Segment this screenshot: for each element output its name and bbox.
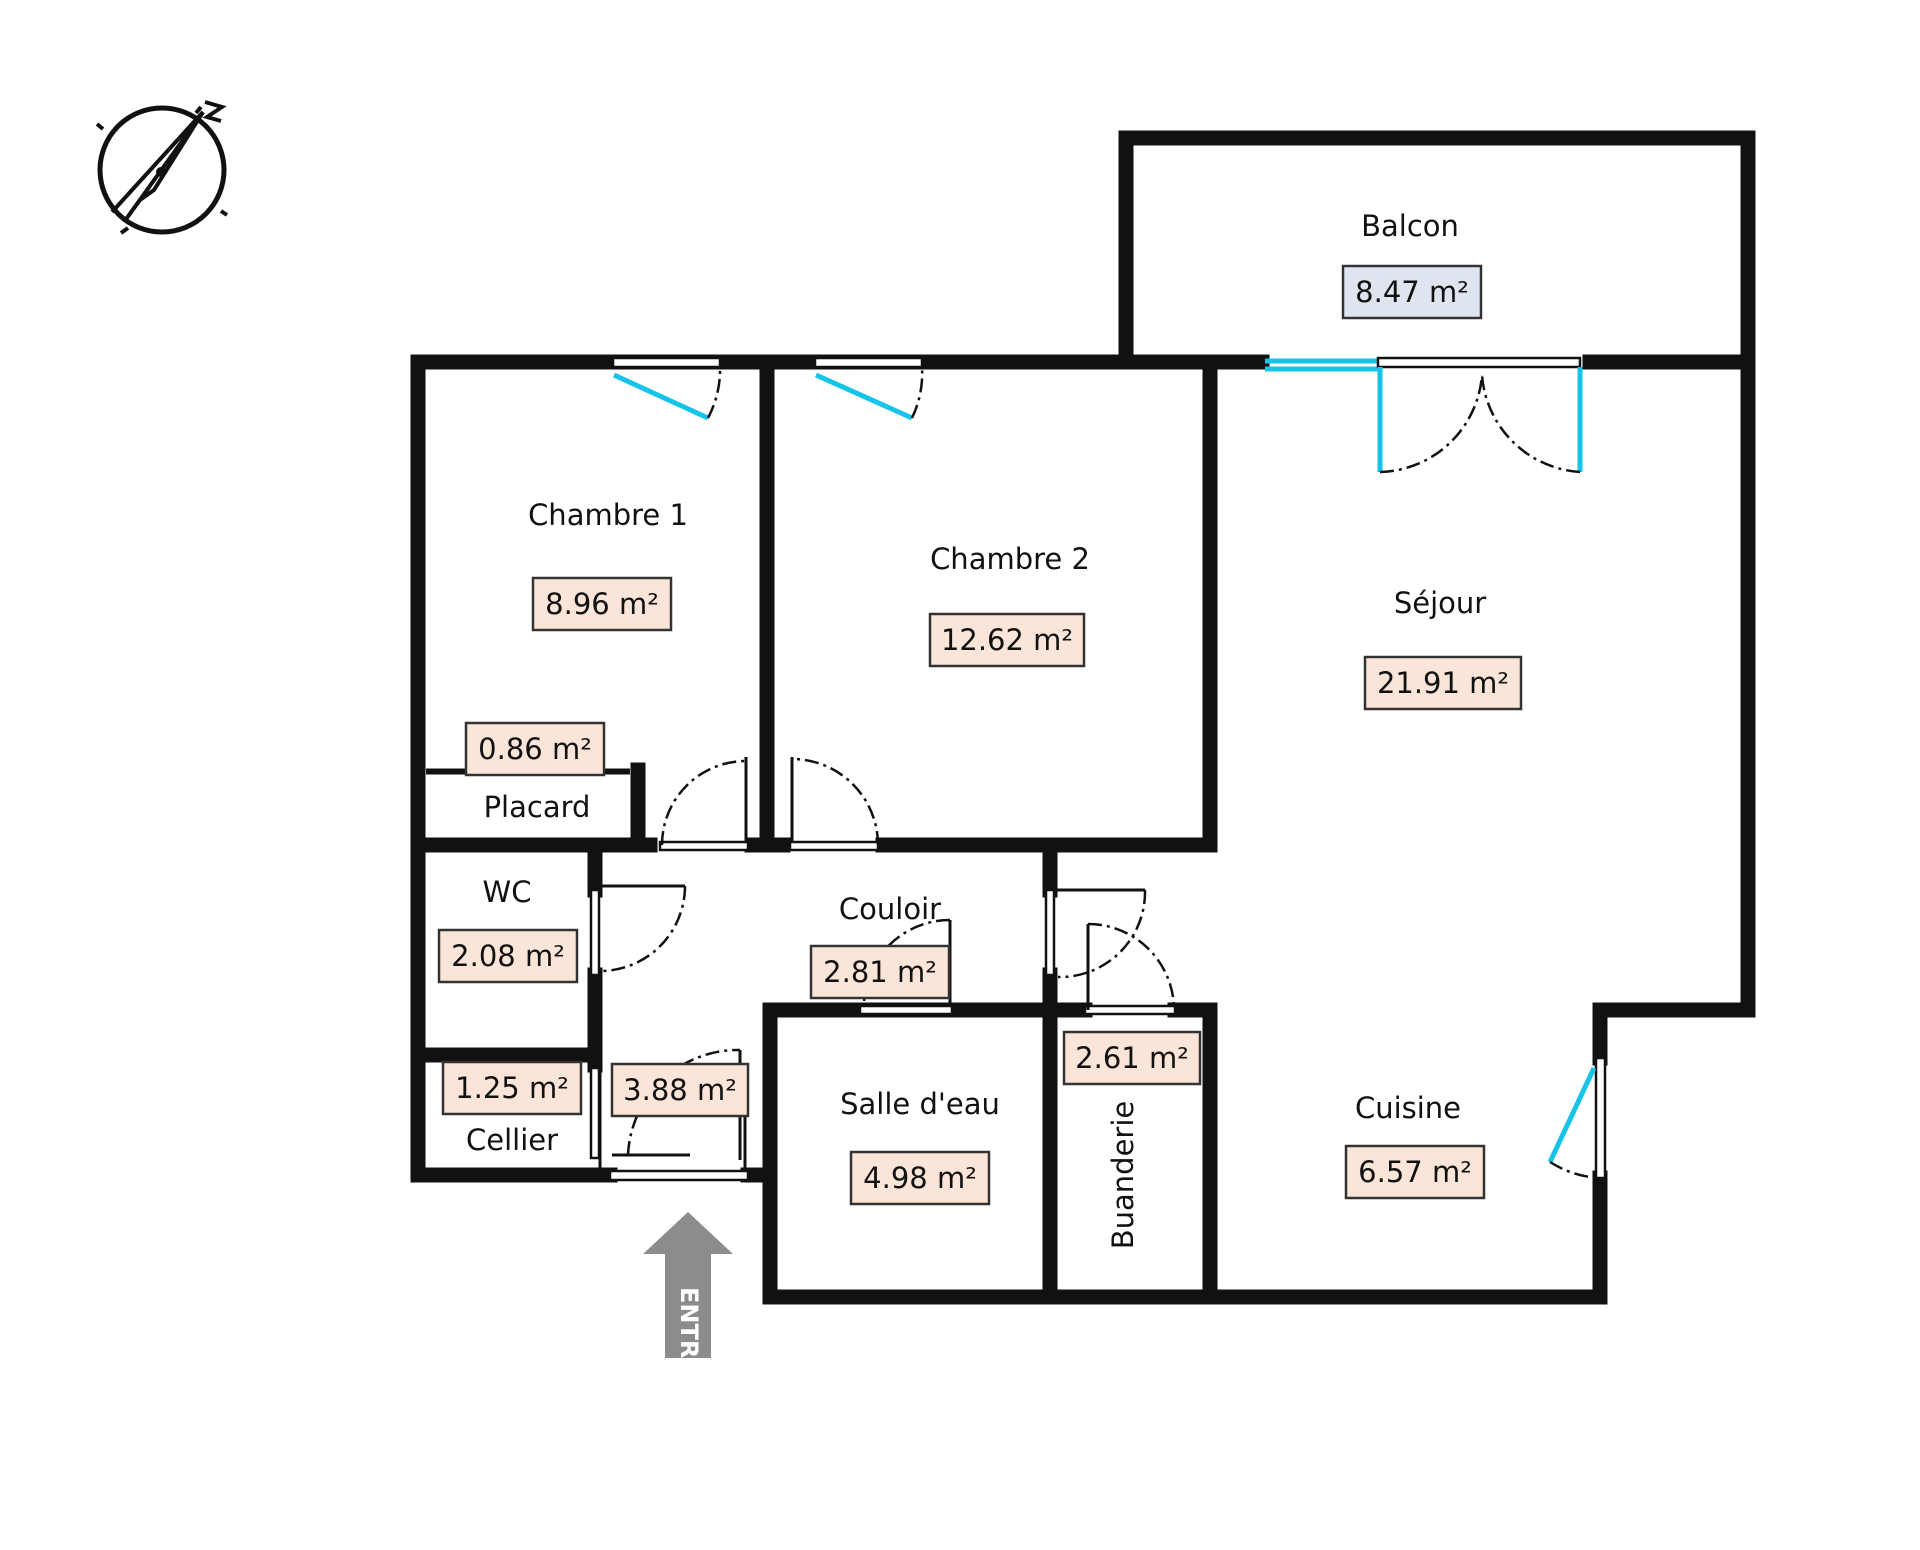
svg-text:12.62 m²: 12.62 m²	[941, 623, 1073, 657]
room-labels: Balcon Chambre 1 Chambre 2 Séjour Placar…	[466, 209, 1486, 1249]
area-badge-entree: 3.88 m²	[610, 1062, 750, 1118]
svg-text:21.91 m²: 21.91 m²	[1377, 666, 1509, 700]
room-label-sejour: Séjour	[1394, 586, 1486, 620]
area-badge-chambre1: 8.96 m²	[531, 576, 673, 632]
svg-text:2.81 m²: 2.81 m²	[823, 955, 937, 989]
doors	[589, 757, 1177, 1182]
svg-text:8.47 m²: 8.47 m²	[1355, 275, 1469, 309]
room-label-cellier: Cellier	[466, 1123, 558, 1157]
area-badge-chambre2: 12.62 m²	[928, 612, 1086, 668]
room-label-placard: Placard	[484, 790, 591, 824]
area-badge-salle-eau: 4.98 m²	[849, 1150, 991, 1206]
area-badge-cellier: 1.25 m²	[441, 1060, 583, 1116]
area-badge-couloir: 2.81 m²	[809, 944, 951, 1000]
walls	[410, 130, 1756, 1305]
room-label-balcon: Balcon	[1361, 209, 1459, 243]
svg-text:4.98 m²: 4.98 m²	[863, 1161, 977, 1195]
area-badge-cuisine: 6.57 m²	[1344, 1144, 1486, 1200]
room-label-cuisine: Cuisine	[1355, 1091, 1461, 1125]
room-label-wc: WC	[483, 875, 532, 909]
room-label-chambre2: Chambre 2	[930, 542, 1090, 576]
room-label-chambre1: Chambre 1	[528, 498, 688, 532]
svg-text:2.08 m²: 2.08 m²	[451, 939, 565, 973]
entrance-arrow-icon: ENTRÉE	[643, 1212, 733, 1391]
svg-text:3.88 m²: 3.88 m²	[623, 1073, 737, 1107]
area-badges: 8.47 m² 8.96 m² 12.62 m² 21.91 m² 0.86 m…	[437, 264, 1523, 1206]
area-badge-buanderie: 2.61 m²	[1062, 1030, 1202, 1086]
area-badge-wc: 2.08 m²	[437, 928, 579, 984]
area-badge-sejour: 21.91 m²	[1363, 655, 1523, 711]
svg-text:1.25 m²: 1.25 m²	[455, 1071, 569, 1105]
svg-text:0.86 m²: 0.86 m²	[478, 732, 592, 766]
room-label-salle-eau: Salle d'eau	[840, 1087, 1000, 1121]
north-compass-icon	[95, 100, 229, 235]
windows	[611, 356, 1607, 1180]
room-label-buanderie: Buanderie	[1106, 1101, 1140, 1250]
room-label-couloir: Couloir	[839, 892, 941, 926]
area-badge-balcon: 8.47 m²	[1341, 264, 1483, 320]
svg-text:2.61 m²: 2.61 m²	[1075, 1041, 1189, 1075]
svg-text:8.96 m²: 8.96 m²	[545, 587, 659, 621]
entrance-label: ENTRÉE	[675, 1287, 704, 1391]
svg-text:6.57 m²: 6.57 m²	[1358, 1155, 1472, 1189]
area-badge-placard: 0.86 m²	[464, 721, 606, 777]
